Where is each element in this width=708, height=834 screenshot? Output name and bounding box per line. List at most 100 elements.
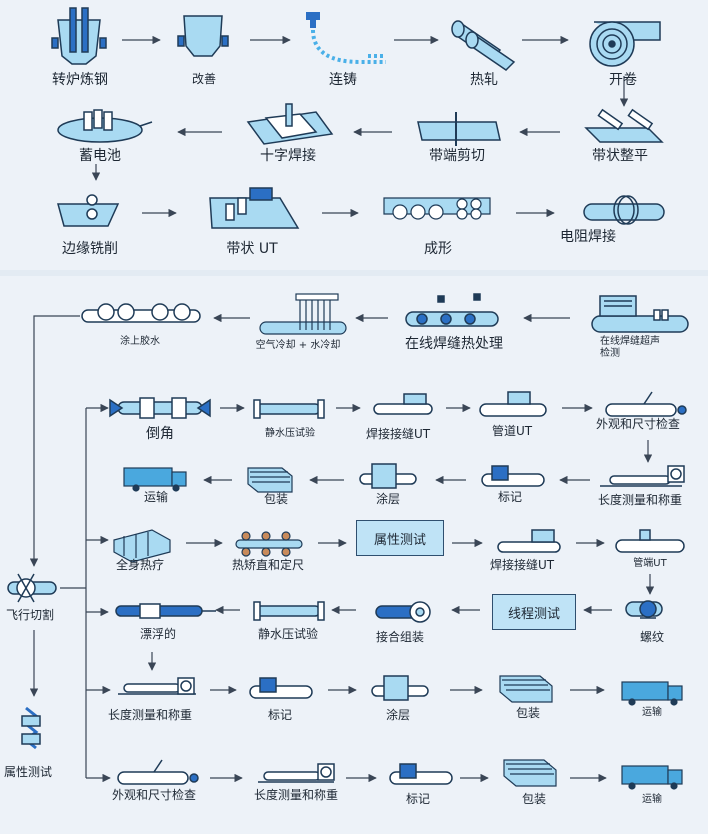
label-weld-seam-ut-2: 焊接接缝UT (489, 558, 555, 572)
label-casting: 连铸 (329, 72, 357, 88)
label-forming: 成形 (424, 241, 452, 257)
label-visual-dim-2: 外观和尺寸检查 (111, 788, 197, 802)
section-divider (0, 270, 708, 276)
label-marking-1: 标记 (497, 490, 523, 504)
packing-icon-2 (499, 675, 553, 703)
length-weigh-icon-1 (600, 465, 685, 487)
label-weld-seam-ut-1: 焊接接缝UT (365, 427, 431, 441)
label-glue: 涂上胶水 (120, 336, 160, 347)
weld-seam-ut-icon-2 (497, 529, 561, 553)
erw-welding-icon (583, 195, 665, 225)
hydro-test-icon-1 (253, 399, 325, 419)
marking-icon-3 (389, 763, 453, 785)
label-strip-leveling: 带状整平 (592, 148, 648, 164)
label-coating-1: 涂层 (375, 492, 401, 506)
edge-milling-icon (57, 194, 120, 227)
marking-icon-2 (249, 677, 313, 699)
label-visual-dim-1: 外观和尺寸检查 (595, 417, 681, 431)
label-hot-straight: 热矫直和定尺 (231, 558, 305, 572)
label-cooling: 空气冷却 + 水冷却 (255, 340, 341, 351)
continuous-casting-icon (306, 12, 386, 64)
coating-icon-2 (371, 675, 429, 701)
label-pipe-ut: 管道UT (491, 424, 533, 438)
truck-icon-2 (621, 681, 683, 706)
converter-icon (51, 7, 107, 65)
visual-dimension-icon-1 (605, 391, 687, 417)
length-weigh-icon-3 (258, 763, 335, 783)
label-transport-3: 运输 (642, 794, 662, 805)
visual-dimension-icon-2 (117, 759, 199, 785)
label-length-weigh-1: 长度测量和称重 (597, 493, 683, 507)
length-weigh-icon-2 (118, 677, 196, 695)
label-transport-1: 运输 (143, 490, 169, 504)
packing-icon-1 (247, 467, 293, 493)
label-transport-2: 运输 (642, 707, 662, 718)
strip-leveling-icon (584, 108, 664, 143)
threading-icon (625, 600, 663, 619)
flow-arrows (29, 35, 655, 783)
label-length-weigh-2: 长度测量和称重 (107, 708, 193, 722)
label-inline-weld-ut: 在线焊缝超声 检测 (600, 336, 660, 359)
weld-seam-ut-icon-1 (373, 393, 433, 415)
pipe-end-ut-icon (615, 529, 685, 553)
label-uncoiling: 开卷 (609, 72, 637, 88)
chamfer-icon (109, 397, 211, 419)
label-end-shearing: 带端剪切 (429, 148, 485, 164)
label-hydro-test-1: 静水压试验 (265, 428, 315, 439)
glue-coating-icon (81, 303, 201, 323)
label-chamfer: 倒角 (146, 426, 174, 442)
label-converter: 转炉炼钢 (52, 72, 108, 88)
label-flying-cut: 飞行切割 (5, 608, 55, 622)
label-strip-ut: 带状 UT (226, 241, 278, 257)
label-cross-welding: 十字焊接 (260, 148, 316, 164)
end-shearing-icon (417, 112, 501, 146)
thread-test-box: 线程测试 (492, 594, 576, 630)
accumulator-icon (57, 109, 153, 143)
pipe-ut-icon (479, 391, 547, 417)
label-erw-welding: 电阻焊接 (560, 229, 616, 245)
truck-icon-3 (621, 765, 683, 790)
label-length-weigh-3: 长度测量和称重 (253, 788, 339, 802)
hot-rolling-icon (451, 20, 516, 71)
strip-ut-icon (209, 187, 300, 229)
forming-icon (383, 197, 491, 220)
cooling-icon (259, 293, 347, 335)
label-marking-3: 标记 (405, 792, 431, 806)
label-packing-2: 包装 (515, 706, 541, 720)
label-coupling: 接合组装 (375, 630, 425, 644)
ladle-icon (177, 15, 229, 57)
label-packing-1: 包装 (263, 492, 289, 506)
truck-icon-1 (123, 467, 187, 492)
floating-icon (115, 603, 216, 619)
label-hydro-test-2: 静水压试验 (257, 627, 319, 641)
cross-welding-icon (246, 103, 334, 145)
full-heat-icon (113, 529, 171, 563)
marking-icon-1 (481, 465, 545, 487)
label-property-test-left: 属性测试 (3, 765, 53, 779)
label-threading: 螺纹 (639, 630, 665, 644)
hot-straightening-icon (235, 531, 303, 557)
label-hot-rolling: 热轧 (470, 72, 498, 88)
label-inline-weld-heat: 在线焊缝热处理 (405, 336, 503, 352)
label-accumulator: 蓄电池 (79, 148, 121, 164)
packing-icon-3 (503, 759, 557, 787)
coil-icon (589, 21, 661, 67)
hydro-test-icon-2 (253, 601, 325, 621)
flying-cut-icon (7, 573, 57, 603)
label-refining: 改善 (191, 72, 217, 86)
label-full-heat: 全身热疗 (115, 558, 165, 572)
coating-icon-1 (359, 463, 417, 489)
inline-weld-heat-icon (405, 293, 499, 327)
label-coating-2: 涂层 (385, 708, 411, 722)
property-test-icon (21, 706, 41, 750)
property-test-box: 属性测试 (356, 520, 444, 556)
label-marking-2: 标记 (267, 708, 293, 722)
label-packing-3: 包装 (521, 792, 547, 806)
label-edge-milling: 边缘铣削 (62, 241, 118, 257)
label-floating: 漂浮的 (139, 627, 177, 641)
inline-weld-ut-icon (591, 295, 689, 333)
label-pipe-end-ut: 管端UT (633, 558, 667, 569)
coupling-icon (375, 601, 431, 623)
